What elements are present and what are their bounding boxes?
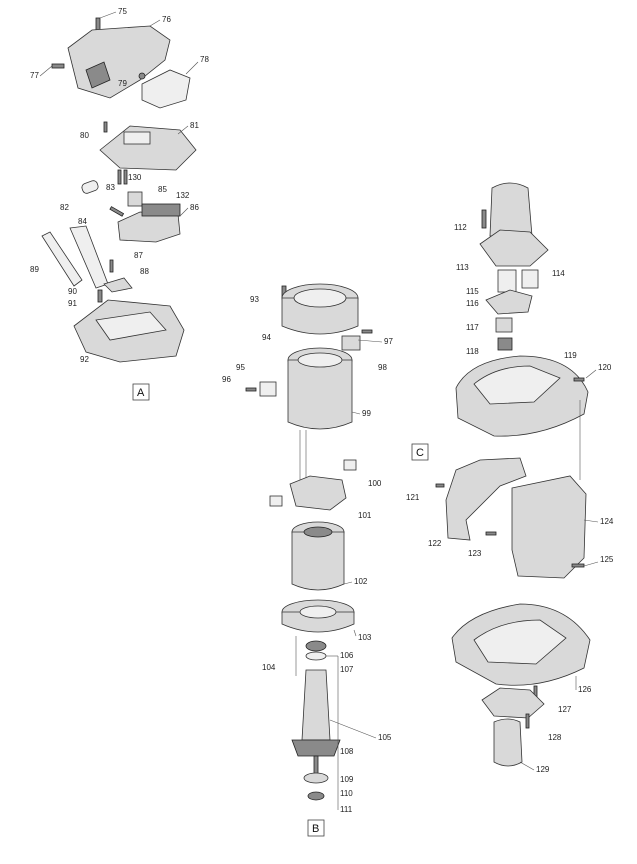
label-123: 123 <box>468 549 482 558</box>
label-102: 102 <box>354 577 368 586</box>
label-84: 84 <box>78 217 87 226</box>
label-119: 119 <box>564 351 577 360</box>
label-126: 126 <box>578 685 592 694</box>
label-93: 93 <box>250 295 259 304</box>
armature-assembly <box>291 636 341 837</box>
label-98: 98 <box>378 363 387 372</box>
label-105: 105 <box>378 733 392 742</box>
label-81: 81 <box>190 121 199 130</box>
label-77: 77 <box>30 71 39 80</box>
label-80: 80 <box>80 131 89 140</box>
label-85: 85 <box>158 185 167 194</box>
label-76: 76 <box>162 15 171 24</box>
label-104: 104 <box>262 663 276 672</box>
label-120: 120 <box>598 363 612 372</box>
section-label-c: C <box>416 447 424 459</box>
label-83: 83 <box>106 183 115 192</box>
label-89: 89 <box>30 265 39 274</box>
label-110: 110 <box>340 789 353 798</box>
section-label-b: B <box>312 823 319 835</box>
label-124: 124 <box>600 517 614 526</box>
label-112: 112 <box>454 223 467 232</box>
label-101: 101 <box>358 511 372 520</box>
label-116: 116 <box>466 299 479 308</box>
rear-handle-assembly <box>481 687 545 767</box>
label-92: 92 <box>80 355 89 364</box>
label-87: 87 <box>134 251 143 260</box>
label-114: 114 <box>552 269 565 278</box>
part-number-labels: 75 76 77 78 79 80 81 82 83 84 85 86 87 8… <box>30 7 614 814</box>
label-78: 78 <box>200 55 209 64</box>
label-122: 122 <box>428 539 442 548</box>
label-117: 117 <box>466 323 479 332</box>
label-129: 129 <box>536 765 550 774</box>
lower-housing-base <box>451 603 591 699</box>
label-91: 91 <box>68 299 77 308</box>
label-96: 96 <box>222 375 231 384</box>
label-99: 99 <box>362 409 371 418</box>
label-127: 127 <box>558 705 572 714</box>
label-94: 94 <box>262 333 271 342</box>
label-97: 97 <box>384 337 393 346</box>
baffle-ring <box>281 599 355 633</box>
section-label-a: A <box>137 387 145 399</box>
label-132: 132 <box>176 191 190 200</box>
label-108: 108 <box>340 747 354 756</box>
brush-holder-assembly <box>269 459 357 511</box>
label-121: 121 <box>406 493 420 502</box>
label-106: 106 <box>340 651 354 660</box>
label-88: 88 <box>140 267 149 276</box>
label-115: 115 <box>466 287 479 296</box>
label-113: 113 <box>456 263 469 272</box>
label-111: 111 <box>340 805 353 814</box>
leader-lines <box>39 11 599 810</box>
label-103: 103 <box>358 633 372 642</box>
label-86: 86 <box>190 203 199 212</box>
label-100: 100 <box>368 479 382 488</box>
label-90: 90 <box>68 287 77 296</box>
label-107: 107 <box>340 665 354 674</box>
label-118: 118 <box>466 347 479 356</box>
upper-housing <box>455 355 589 437</box>
cable-assembly <box>41 225 133 303</box>
field-stator <box>291 521 345 591</box>
handle-bracket-assembly <box>411 443 587 579</box>
label-130: 130 <box>128 173 142 182</box>
label-128: 128 <box>548 733 562 742</box>
label-109: 109 <box>340 775 354 784</box>
motor-housing-assembly <box>245 283 373 480</box>
label-79: 79 <box>118 79 127 88</box>
base-housing-a <box>73 299 185 401</box>
label-82: 82 <box>60 203 69 212</box>
label-95: 95 <box>236 363 245 372</box>
label-75: 75 <box>118 7 127 16</box>
label-125: 125 <box>600 555 614 564</box>
top-cover-assembly <box>51 17 191 109</box>
top-handle-assembly <box>479 182 549 351</box>
section-markers: A B C <box>137 387 424 835</box>
switch-plate-assembly <box>81 121 197 243</box>
